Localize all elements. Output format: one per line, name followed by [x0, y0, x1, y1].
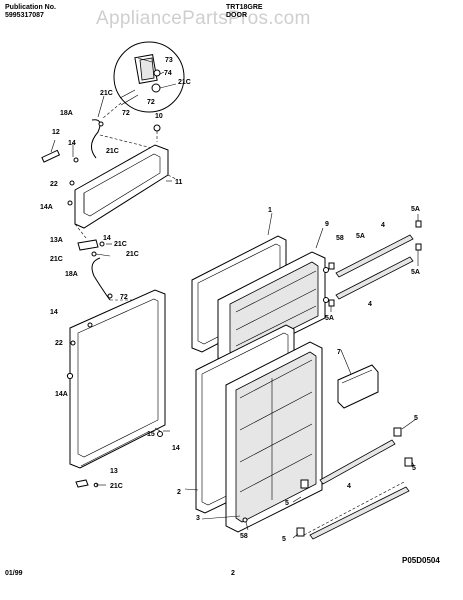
- callout-14: 14: [103, 235, 111, 242]
- callout-4: 4: [368, 301, 372, 308]
- callout-58: 58: [240, 533, 248, 540]
- callout-21c: 21C: [114, 241, 127, 248]
- callout-4: 4: [347, 483, 351, 490]
- drawing-id: P05D0504: [402, 556, 440, 565]
- callout-18a: 18A: [60, 110, 73, 117]
- callout-14a: 14A: [40, 204, 53, 211]
- callout-72: 72: [120, 294, 128, 301]
- callout-22: 22: [50, 181, 58, 188]
- callout-21c: 21C: [178, 79, 191, 86]
- freezer-door: [191, 235, 329, 365]
- detail-circle: [102, 41, 185, 119]
- callout-labels: 73 74 72 21C 21C 72 10 18A 12 14 21C 22 …: [40, 57, 420, 543]
- callout-73: 73: [165, 57, 173, 64]
- callout-21c: 21C: [110, 483, 123, 490]
- callout-14: 14: [172, 445, 180, 452]
- page-number: 2: [231, 570, 235, 577]
- callout-5: 5: [412, 465, 416, 472]
- upper-hinge-parts: [41, 119, 161, 206]
- callout-58: 58: [336, 235, 344, 242]
- fresh-food-door: [195, 324, 323, 533]
- dairy-door: [337, 364, 379, 409]
- middle-hinge-parts: [77, 239, 145, 301]
- freezer-door-gasket: [74, 144, 179, 239]
- leader-lines: [50, 57, 419, 539]
- callout-5a: 5A: [411, 206, 420, 213]
- callout-12: 12: [52, 129, 60, 136]
- callout-5: 5: [282, 536, 286, 543]
- callout-21c: 21C: [106, 148, 119, 155]
- callout-14: 14: [50, 309, 58, 316]
- callout-13a: 13A: [50, 237, 63, 244]
- footer-date: 01/99: [5, 570, 23, 577]
- publication-number: 5995317087: [5, 12, 44, 19]
- callout-10: 10: [155, 113, 163, 120]
- callout-4: 4: [381, 222, 385, 229]
- callout-3: 3: [196, 515, 200, 522]
- callout-14: 14: [68, 140, 76, 147]
- model-number: TRT18GRE: [226, 4, 263, 11]
- section-title: DOOR: [226, 12, 247, 19]
- callout-15: 15: [147, 431, 155, 438]
- callout-1: 1: [268, 207, 272, 214]
- callout-2: 2: [177, 489, 181, 496]
- callout-9: 9: [325, 221, 329, 228]
- callout-72: 72: [122, 110, 130, 117]
- handle-trims: [296, 220, 422, 540]
- callout-21c: 21C: [50, 256, 63, 263]
- callout-21c: 21C: [100, 90, 113, 97]
- callout-18a: 18A: [65, 271, 78, 278]
- callout-5: 5: [414, 415, 418, 422]
- callout-13: 13: [110, 468, 118, 475]
- callout-5: 5: [285, 500, 289, 507]
- callout-14a: 14A: [55, 391, 68, 398]
- callout-22: 22: [55, 340, 63, 347]
- callout-5a: 5A: [325, 315, 334, 322]
- callout-5a: 5A: [356, 233, 365, 240]
- callout-11: 11: [175, 179, 183, 186]
- callout-72: 72: [147, 99, 155, 106]
- callout-5a: 5A: [411, 269, 420, 276]
- fresh-food-door-gasket: [66, 289, 166, 488]
- watermark: AppliancePartsPros.com: [96, 8, 311, 29]
- publication-label: Publication No.: [5, 4, 56, 11]
- callout-74: 74: [164, 70, 172, 77]
- callout-21c: 21C: [126, 251, 139, 258]
- callout-7: 7: [337, 349, 341, 356]
